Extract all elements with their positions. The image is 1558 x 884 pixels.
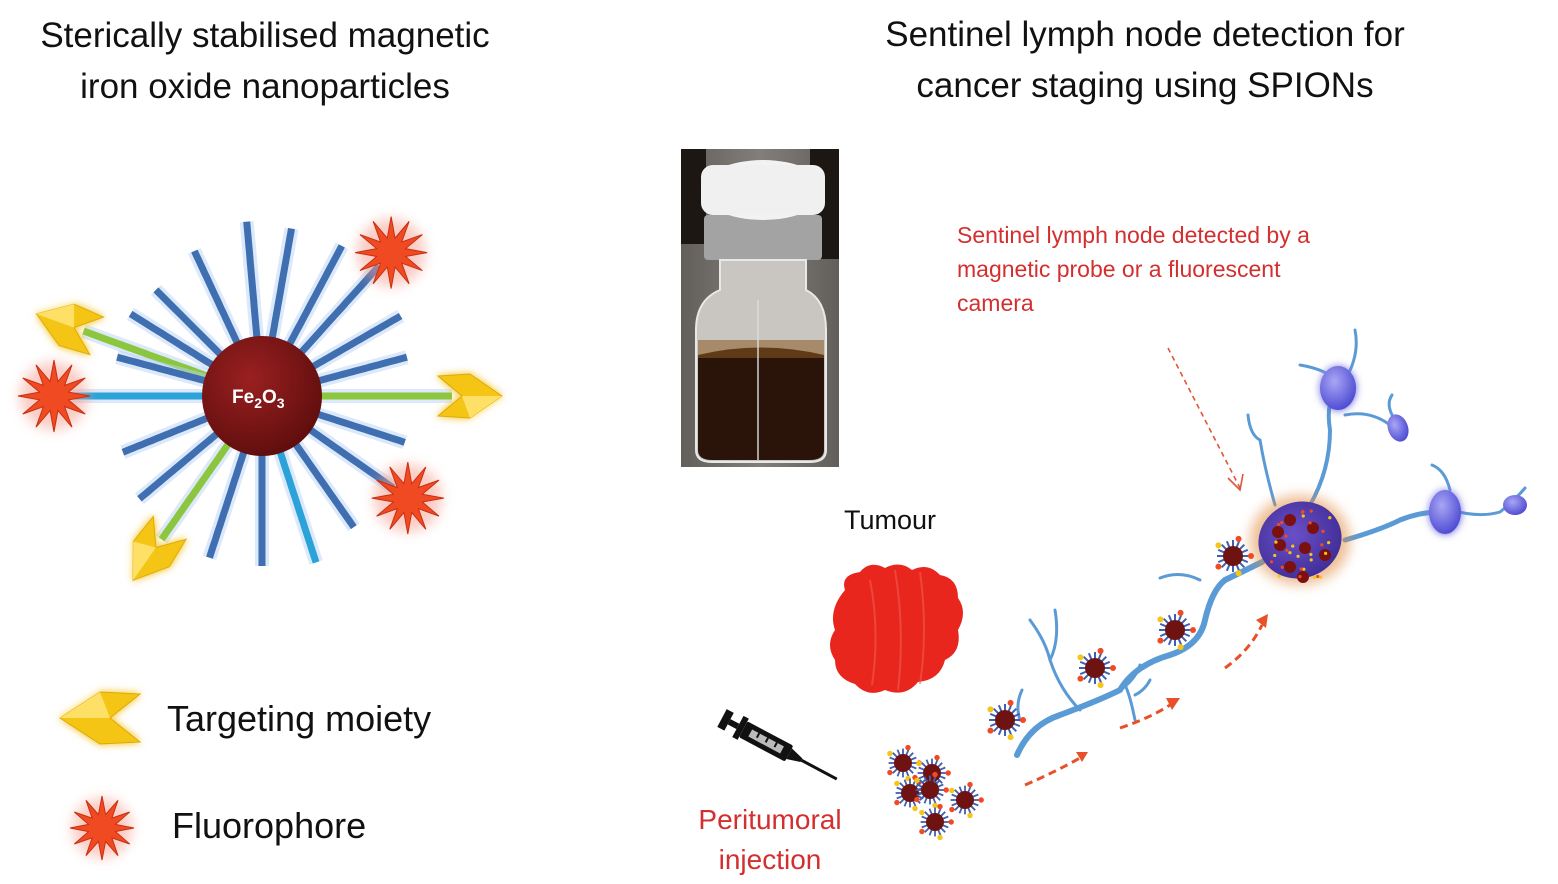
mini-nanoparticle bbox=[1077, 648, 1116, 688]
downstream-lymph-nodes bbox=[1320, 366, 1527, 534]
detection-note: Sentinel lymph node detected by a magnet… bbox=[957, 218, 1337, 320]
mini-nanoparticle bbox=[949, 782, 984, 818]
legend-fluorophore-label: Fluorophore bbox=[172, 805, 366, 847]
nanoparticle-illustration: Fe2O3 bbox=[18, 217, 502, 593]
fluorophore-icon bbox=[18, 360, 90, 432]
mini-nanoparticle bbox=[987, 700, 1026, 740]
syringe-icon bbox=[716, 707, 842, 789]
targeting-moiety-icon bbox=[60, 692, 140, 744]
node-particle bbox=[1319, 549, 1331, 561]
polymer-chain bbox=[247, 222, 258, 347]
injection-label: Peritumoral injection bbox=[680, 800, 860, 880]
legend-targeting-label: Targeting moiety bbox=[167, 698, 431, 740]
fluorophore-icon bbox=[70, 796, 134, 860]
detection-pointer-arrow bbox=[1168, 348, 1243, 490]
flow-arrows bbox=[1025, 625, 1262, 785]
node-particle bbox=[1284, 514, 1296, 526]
polymer-chain bbox=[271, 229, 292, 347]
node-particle bbox=[1299, 542, 1311, 554]
node-particle bbox=[1272, 526, 1284, 538]
mini-nanoparticle bbox=[919, 804, 954, 840]
iron-oxide-core: Fe2O3 bbox=[202, 336, 322, 456]
node-particle bbox=[1284, 561, 1296, 573]
tumour-illustration bbox=[830, 564, 963, 692]
node-particle bbox=[1307, 522, 1319, 534]
vial-photo bbox=[681, 149, 839, 467]
targeting-moiety-icon bbox=[29, 293, 104, 356]
tumour-label: Tumour bbox=[820, 505, 960, 536]
